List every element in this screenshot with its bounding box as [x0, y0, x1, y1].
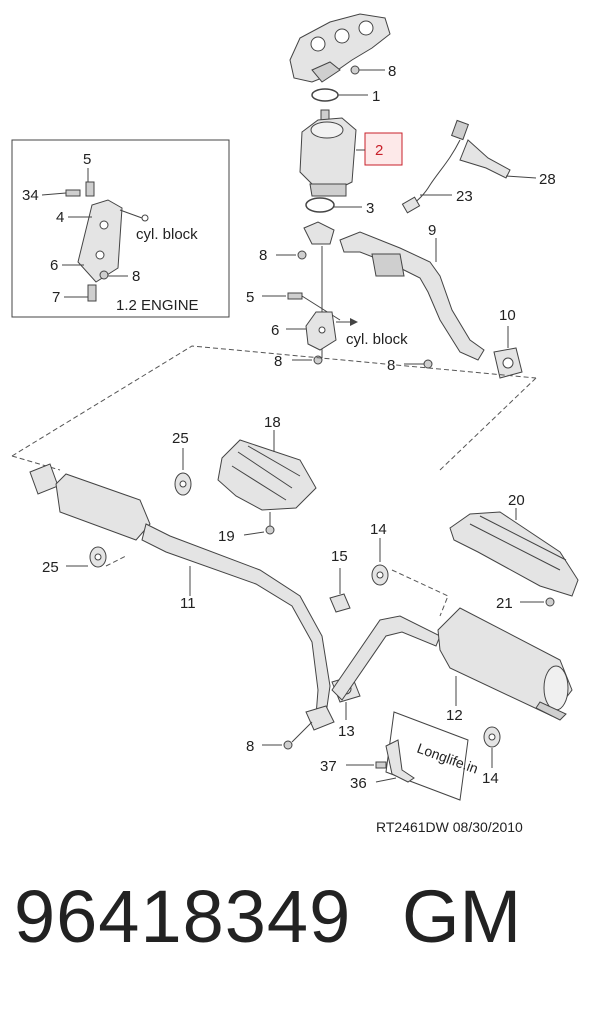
callout-2: 2: [375, 142, 383, 159]
brand-name: GM: [402, 875, 522, 958]
drawing-reference: RT2461DW 08/30/2010: [376, 819, 523, 835]
nut-8-bracket: [313, 355, 323, 365]
rear-muffler: [331, 607, 573, 721]
callout-36: 36: [350, 775, 367, 792]
hanger-dash-14: [391, 569, 449, 617]
assembly-guide-line: [11, 345, 537, 471]
bracket-36: [385, 739, 415, 783]
hanger-15: [329, 593, 351, 613]
callout-14-top: 14: [370, 521, 387, 538]
callout-8-front: 8: [259, 247, 267, 264]
callout-37: 37: [320, 758, 337, 775]
callout-25-left: 25: [42, 559, 59, 576]
hanger-dash-left: [105, 555, 127, 567]
flange-gasket-10: [493, 347, 523, 379]
intermediate-pipe: [29, 463, 335, 731]
callout-14-bottom: 14: [482, 770, 499, 787]
callout-10: 10: [499, 307, 516, 324]
callout-9: 9: [428, 222, 436, 239]
callout-6: 6: [271, 322, 279, 339]
catalytic-converter: [299, 109, 357, 197]
sensor-bracket: [459, 139, 511, 179]
pipe-bracket: [305, 311, 337, 351]
callout-8-bracket: 8: [274, 353, 282, 370]
part-number: 96418349: [14, 875, 352, 958]
callout-8-flange: 8: [387, 357, 395, 374]
nut-8-front: [297, 250, 307, 260]
bolt-5: [287, 292, 303, 300]
note-cyl-block: cyl. block: [346, 331, 408, 348]
gasket-3: [305, 197, 335, 213]
heat-shield-20: [449, 511, 579, 597]
callout-1: 1: [372, 88, 380, 105]
nut-19: [265, 525, 275, 535]
callout-8-manifold: 8: [388, 63, 396, 80]
note-1-2-engine: 1.2 ENGINE: [116, 297, 199, 314]
callout-18: 18: [264, 414, 281, 431]
callout-28: 28: [539, 171, 556, 188]
callout-6-inset: 6: [50, 257, 58, 274]
hanger-14-top: [371, 564, 389, 586]
oxygen-sensor: [401, 119, 470, 214]
callout-4-inset: 4: [56, 209, 64, 226]
callout-3: 3: [366, 200, 374, 217]
exhaust-manifold: [289, 13, 391, 83]
callout-20: 20: [508, 492, 525, 509]
hanger-25-top: [174, 472, 192, 496]
callout-13: 13: [338, 723, 355, 740]
highlight-box-2: [364, 132, 403, 166]
callout-21: 21: [496, 595, 513, 612]
callout-7: 7: [52, 289, 60, 306]
exhaust-system-diagram: 5 34 4 cyl. block 6 8 7 1.2 ENGINE 8 1 2…: [11, 13, 579, 835]
gasket-1: [311, 88, 339, 102]
callout-12: 12: [446, 707, 463, 724]
note-cyl-block-inset: cyl. block: [136, 226, 198, 243]
nut-8-flange: [423, 359, 433, 369]
callout-23: 23: [456, 188, 473, 205]
callout-5-inset: 5: [83, 151, 91, 168]
callout-25-top: 25: [172, 430, 189, 447]
part-footer: 96418349 GM: [14, 880, 594, 990]
inset-bracket: [65, 181, 149, 302]
front-pipe: [303, 221, 485, 361]
callout-5: 5: [246, 289, 254, 306]
nut-21: [545, 597, 555, 607]
callout-19: 19: [218, 528, 235, 545]
callout-34: 34: [22, 187, 39, 204]
callout-8-inset: 8: [132, 268, 140, 285]
heat-shield-18: [217, 439, 317, 511]
nut-8-bottom: [283, 740, 293, 750]
callout-11: 11: [180, 595, 196, 612]
callout-8-bottom: 8: [246, 738, 254, 755]
callout-15: 15: [331, 548, 348, 565]
bolt-37: [375, 761, 387, 769]
inset-frame: [11, 139, 230, 318]
hanger-25-left: [89, 546, 107, 568]
hanger-14-bottom: [483, 726, 501, 748]
